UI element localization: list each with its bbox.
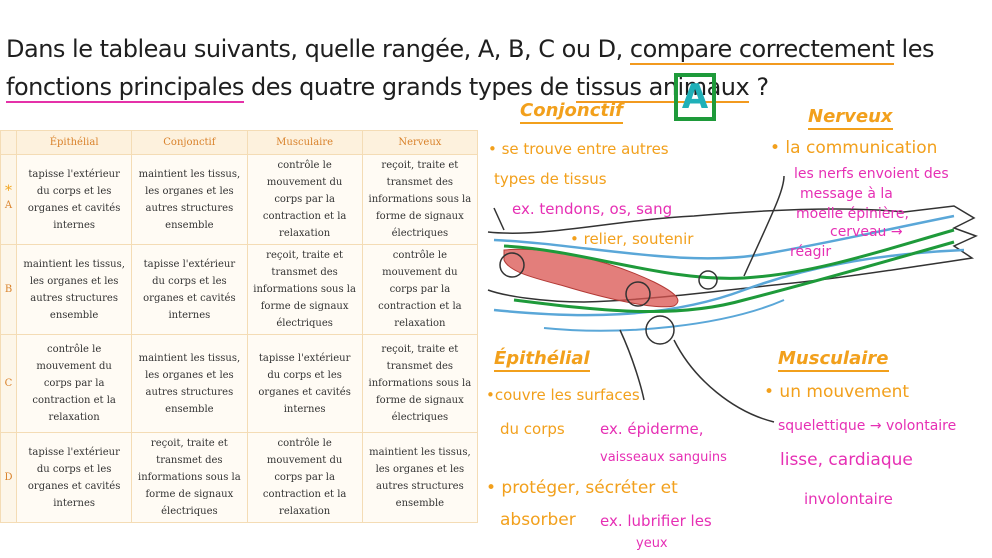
- column-header: Musculaire: [246, 130, 363, 155]
- table-row[interactable]: C contrôle le mouvement du corps par la …: [0, 334, 479, 433]
- table-cell: contrôle le mouvement du corps par la co…: [246, 154, 363, 245]
- row-label: *A: [0, 154, 17, 245]
- table-cell: reçoit, traite et transmet des informati…: [131, 432, 248, 523]
- nerve-line: [493, 248, 965, 317]
- conjonctif-line: ex. tendons, os, sang: [512, 200, 673, 218]
- table-row[interactable]: D tapisse l'extérieur du corps et les or…: [0, 432, 479, 523]
- epithelial-title: Épithélial: [494, 348, 590, 372]
- epithelial-line: du corps: [500, 420, 565, 438]
- nerveux-line: message à la: [800, 186, 893, 202]
- question-text: Dans le tableau suivants, quelle rangée,…: [6, 30, 986, 106]
- nerve-line: [543, 299, 785, 332]
- row-label: B: [0, 244, 17, 335]
- question-part2: compare correctement: [629, 35, 895, 65]
- arrow: [673, 339, 775, 423]
- nerveux-title: Nerveux: [808, 106, 893, 130]
- epithelial-line: •couvre les surfaces: [486, 386, 640, 404]
- conjonctif-line: types de tissus: [494, 170, 607, 188]
- table-cell: reçoit, traite et transmet des informati…: [246, 244, 363, 335]
- star-marker: *: [5, 183, 12, 199]
- column-header: Nerveux: [361, 130, 479, 155]
- column-header: Conjonctif: [131, 130, 248, 155]
- table-cell: contrôle le mouvement du corps par la co…: [246, 432, 363, 523]
- green-line: [513, 240, 955, 314]
- musculaire-line: • un mouvement: [764, 382, 910, 402]
- nerveux-line: moelle épinière,: [796, 206, 909, 222]
- epithelial-line: • protéger, sécréter et: [486, 478, 678, 498]
- question-part4: fonctions principales: [6, 73, 244, 103]
- arm-tissue-illustration: [487, 175, 978, 423]
- highlight-circle: [499, 252, 525, 278]
- highlight-circle: [698, 270, 718, 290]
- row-label: C: [0, 334, 17, 433]
- epithelial-line: ex. lubrifier les: [600, 512, 712, 530]
- arm-outline: [487, 205, 978, 303]
- table-cell: reçoit, traite et transmet des informati…: [361, 154, 479, 245]
- table-cell: maintient les tissus, les organes et les…: [15, 244, 133, 335]
- table-cell: tapisse l'extérieur du corps et les orga…: [15, 154, 133, 245]
- nerveux-line: les nerfs envoient des: [794, 166, 949, 182]
- conjonctif-line: • se trouve entre autres: [488, 140, 669, 158]
- highlight-circle: [645, 315, 675, 345]
- arrow: [619, 329, 645, 401]
- table-cell: maintient les tissus, les organes et les…: [131, 334, 248, 433]
- table-row[interactable]: *A tapisse l'extérieur du corps et les o…: [0, 154, 479, 245]
- question-part1: Dans le tableau suivants, quelle rangée,…: [6, 35, 630, 63]
- arrow: [493, 207, 505, 231]
- answer-box: A: [674, 73, 716, 121]
- conjonctif-title: Conjonctif: [520, 100, 624, 124]
- nerveux-line: cerveau →: [830, 224, 903, 240]
- table-cell: maintient les tissus, les organes et les…: [361, 432, 479, 523]
- table-header-row: Épithélial Conjonctif Musculaire Nerveux: [0, 130, 479, 155]
- table-cell: contrôle le mouvement du corps par la co…: [361, 244, 479, 335]
- table-cell: tapisse l'extérieur du corps et les orga…: [131, 244, 248, 335]
- epithelial-line: ex. épiderme,: [600, 420, 704, 438]
- table-cell: maintient les tissus, les organes et les…: [131, 154, 248, 245]
- question-part7: ?: [749, 73, 769, 101]
- musculaire-line: squelettique → volontaire: [778, 418, 957, 434]
- table-cell: tapisse l'extérieur du corps et les orga…: [15, 432, 133, 523]
- musculaire-line: lisse, cardiaque: [780, 450, 913, 470]
- table-row[interactable]: B maintient les tissus, les organes et l…: [0, 244, 479, 335]
- epithelial-line: yeux: [636, 536, 668, 551]
- conjonctif-line: • relier, soutenir: [570, 230, 694, 248]
- row-label: D: [0, 432, 17, 523]
- nerve-line: [493, 214, 955, 260]
- table-cell: contrôle le mouvement du corps par la co…: [15, 334, 133, 433]
- question-part5: des quatre grands types de: [243, 73, 576, 101]
- column-header: Épithélial: [15, 130, 133, 155]
- table-cell: reçoit, traite et transmet des informati…: [361, 334, 479, 433]
- highlight-circle: [625, 281, 651, 307]
- epithelial-line: vaisseaux sanguins: [600, 450, 727, 465]
- table-cell: tapisse l'extérieur du corps et les orga…: [246, 334, 363, 433]
- epithelial-line: absorber: [500, 510, 576, 530]
- question-part3: les: [894, 35, 935, 63]
- musculaire-title: Musculaire: [778, 348, 889, 372]
- musculaire-line: involontaire: [804, 490, 893, 508]
- arrow: [743, 175, 785, 277]
- nerveux-line: réagir: [790, 244, 832, 260]
- table-corner: [0, 130, 17, 155]
- green-line: [503, 228, 955, 280]
- comparison-table: Épithélial Conjonctif Musculaire Nerveux…: [0, 130, 479, 523]
- nerveux-line: • la communication: [770, 138, 938, 158]
- question-part6: tissus animaux: [575, 73, 750, 103]
